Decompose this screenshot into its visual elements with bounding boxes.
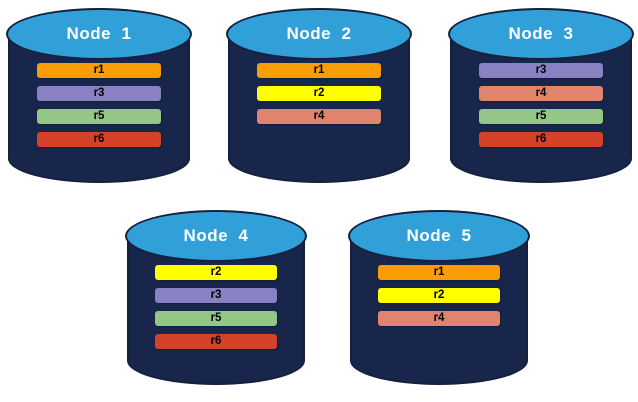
replica-bar[interactable]: r1: [37, 63, 161, 78]
node-label: Node 4: [183, 226, 249, 245]
replica-bar-list: r1 r3 r5 r6: [8, 63, 190, 155]
replica-bar[interactable]: r1: [257, 63, 381, 78]
replica-bar[interactable]: r5: [479, 109, 603, 124]
replica-bar-list: r3 r4 r5 r6: [450, 63, 632, 155]
cylinder-top-ellipse-icon: [125, 210, 307, 262]
replica-bar[interactable]: r2: [378, 288, 500, 303]
replica-bar[interactable]: r5: [37, 109, 161, 124]
node-label: Node 3: [508, 24, 574, 43]
cylinder-top-ellipse-icon: [6, 8, 192, 60]
replica-bar[interactable]: r4: [479, 86, 603, 101]
cylinder-top-ellipse-icon: [348, 210, 530, 262]
replica-bar[interactable]: r6: [479, 132, 603, 147]
database-node-cylinder[interactable]: Node 2 r1 r2 r4: [226, 8, 412, 183]
database-node-cylinder[interactable]: Node 1 r1 r3 r5 r6: [6, 8, 192, 183]
node-label: Node 5: [406, 226, 472, 245]
replica-bar[interactable]: r6: [155, 334, 277, 349]
database-node-cylinder[interactable]: Node 3 r3 r4 r5 r6: [448, 8, 634, 183]
replica-bar[interactable]: r4: [378, 311, 500, 326]
database-node-cylinder[interactable]: Node 5 r1 r2 r4: [348, 210, 530, 385]
replica-bar-list: r1 r2 r4: [228, 63, 410, 132]
node-label: Node 1: [66, 24, 132, 43]
replica-bar[interactable]: r4: [257, 109, 381, 124]
cylinder-top-ellipse-icon: [448, 8, 634, 60]
replica-bar[interactable]: r2: [155, 265, 277, 280]
replica-bar[interactable]: r2: [257, 86, 381, 101]
replica-bar[interactable]: r5: [155, 311, 277, 326]
replica-bar[interactable]: r1: [378, 265, 500, 280]
cylinder-top-ellipse-icon: [226, 8, 412, 60]
replica-bar[interactable]: r6: [37, 132, 161, 147]
database-node-cylinder[interactable]: Node 4 r2 r3 r5 r6: [125, 210, 307, 385]
replica-bar-list: r2 r3 r5 r6: [127, 265, 305, 357]
replica-bar[interactable]: r3: [155, 288, 277, 303]
replica-bar-list: r1 r2 r4: [350, 265, 528, 334]
replica-bar[interactable]: r3: [37, 86, 161, 101]
node-label: Node 2: [286, 24, 352, 43]
replica-bar[interactable]: r3: [479, 63, 603, 78]
